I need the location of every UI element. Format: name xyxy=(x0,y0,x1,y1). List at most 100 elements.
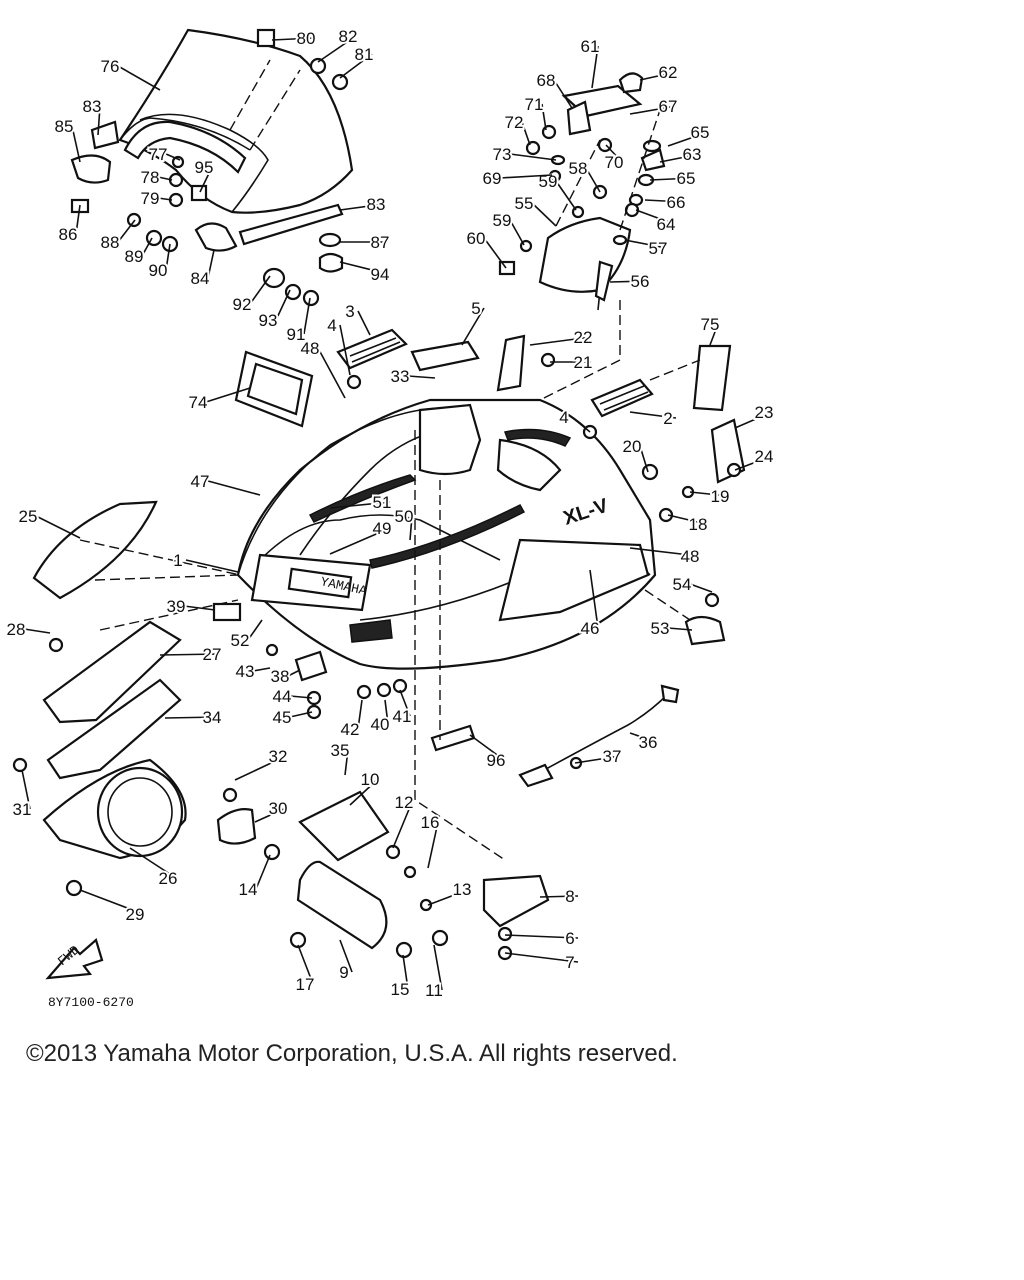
leader-line xyxy=(689,583,713,593)
assembly-guide-lines xyxy=(79,300,701,861)
part-number-35: 35 xyxy=(331,741,350,760)
part-number-74: 74 xyxy=(189,393,208,412)
part-number-80: 80 xyxy=(297,29,316,48)
part-number-72: 72 xyxy=(505,113,524,132)
part-number-10: 10 xyxy=(361,770,380,789)
part-number-28: 28 xyxy=(7,620,26,639)
leader-line xyxy=(392,801,413,849)
leader-line xyxy=(271,37,315,41)
leader-line xyxy=(117,219,136,243)
leader-line xyxy=(165,153,181,161)
part-number-58: 58 xyxy=(569,159,588,178)
leader-line xyxy=(591,45,599,89)
part-number-51: 51 xyxy=(373,493,392,512)
leader-line xyxy=(185,559,239,573)
part-number-26: 26 xyxy=(159,869,178,888)
part-number-53: 53 xyxy=(651,619,670,638)
leader-line xyxy=(635,209,675,225)
part-number-44: 44 xyxy=(273,687,292,706)
underside-ducts xyxy=(42,620,187,860)
part-number-57: 57 xyxy=(649,239,668,258)
part-number-94: 94 xyxy=(371,265,390,284)
diagram-code: 8Y7100-6270 xyxy=(48,995,134,1010)
leader-line xyxy=(157,197,173,201)
part-number-50: 50 xyxy=(395,507,414,526)
leader-line xyxy=(117,65,161,91)
leader-line xyxy=(509,153,557,161)
leader-line xyxy=(75,204,81,235)
leader-line xyxy=(639,445,649,473)
part-number-89: 89 xyxy=(125,247,144,266)
copyright-text: ©2013 Yamaha Motor Corporation, U.S.A. A… xyxy=(26,1040,678,1067)
part-number-1: 1 xyxy=(173,551,182,570)
leader-line xyxy=(247,619,263,641)
leader-line xyxy=(303,297,311,335)
leader-line xyxy=(339,939,353,973)
part-number-37: 37 xyxy=(603,747,622,766)
part-number-91: 91 xyxy=(287,325,306,344)
leader-line xyxy=(207,480,261,496)
leader-line xyxy=(249,275,271,305)
part-number-83: 83 xyxy=(83,97,102,116)
leader-line xyxy=(407,375,436,379)
part-number-75: 75 xyxy=(701,315,720,334)
leader-line xyxy=(399,689,411,717)
leader-line xyxy=(141,237,153,257)
leader-line xyxy=(639,71,677,81)
part-number-23: 23 xyxy=(755,403,774,422)
leader-line xyxy=(589,569,599,629)
leader-line xyxy=(433,944,443,991)
leader-line xyxy=(329,501,391,509)
leader-line xyxy=(469,734,505,761)
part-number-42: 42 xyxy=(341,720,360,739)
leader-line xyxy=(659,153,701,163)
part-number-48: 48 xyxy=(681,547,700,566)
part-number-33: 33 xyxy=(391,367,410,386)
leader-line xyxy=(97,105,101,136)
part-number-63: 63 xyxy=(683,145,702,164)
trim-strip-part xyxy=(238,203,344,246)
fasteners-top-left xyxy=(70,28,349,307)
leader-line xyxy=(164,716,221,719)
part-number-27: 27 xyxy=(203,645,222,664)
leader-line xyxy=(427,821,439,869)
leader-line xyxy=(734,411,773,429)
leader-line xyxy=(339,261,389,275)
part-number-40: 40 xyxy=(371,715,390,734)
leader-line xyxy=(644,199,685,203)
leader-line xyxy=(297,944,314,985)
leader-line xyxy=(499,174,553,179)
leader-line xyxy=(667,131,709,147)
windshield-frame-part xyxy=(70,120,247,184)
part-number-48: 48 xyxy=(301,339,320,358)
leader-line xyxy=(21,769,31,810)
leader-line xyxy=(574,755,621,764)
leader-line xyxy=(667,514,707,525)
leader-line xyxy=(624,239,667,249)
part-number-95: 95 xyxy=(195,158,214,177)
part-number-62: 62 xyxy=(659,63,678,82)
leader-line xyxy=(409,515,413,541)
callout-labels: 1234456789101112131415161718192021222324… xyxy=(5,25,776,1002)
leader-line xyxy=(339,203,385,211)
leader-line xyxy=(159,653,221,656)
part-number-76: 76 xyxy=(101,57,120,76)
leader-line xyxy=(541,103,547,131)
leader-line xyxy=(529,336,592,346)
storage-box-part xyxy=(482,874,550,928)
part-number-3: 3 xyxy=(345,302,354,321)
part-number-11: 11 xyxy=(425,981,443,1000)
leader-line xyxy=(357,699,363,730)
part-number-21: 21 xyxy=(574,353,593,372)
hood-body-part xyxy=(236,398,657,670)
part-number-41: 41 xyxy=(393,707,412,726)
leader-line xyxy=(504,952,579,963)
part-number-39: 39 xyxy=(167,597,186,616)
part-number-30: 30 xyxy=(269,799,288,818)
part-number-69: 69 xyxy=(483,169,502,188)
part-number-4: 4 xyxy=(327,316,336,335)
leader-line xyxy=(357,310,371,336)
leader-line xyxy=(317,35,357,63)
part-number-64: 64 xyxy=(657,215,676,234)
leader-line xyxy=(207,249,215,279)
